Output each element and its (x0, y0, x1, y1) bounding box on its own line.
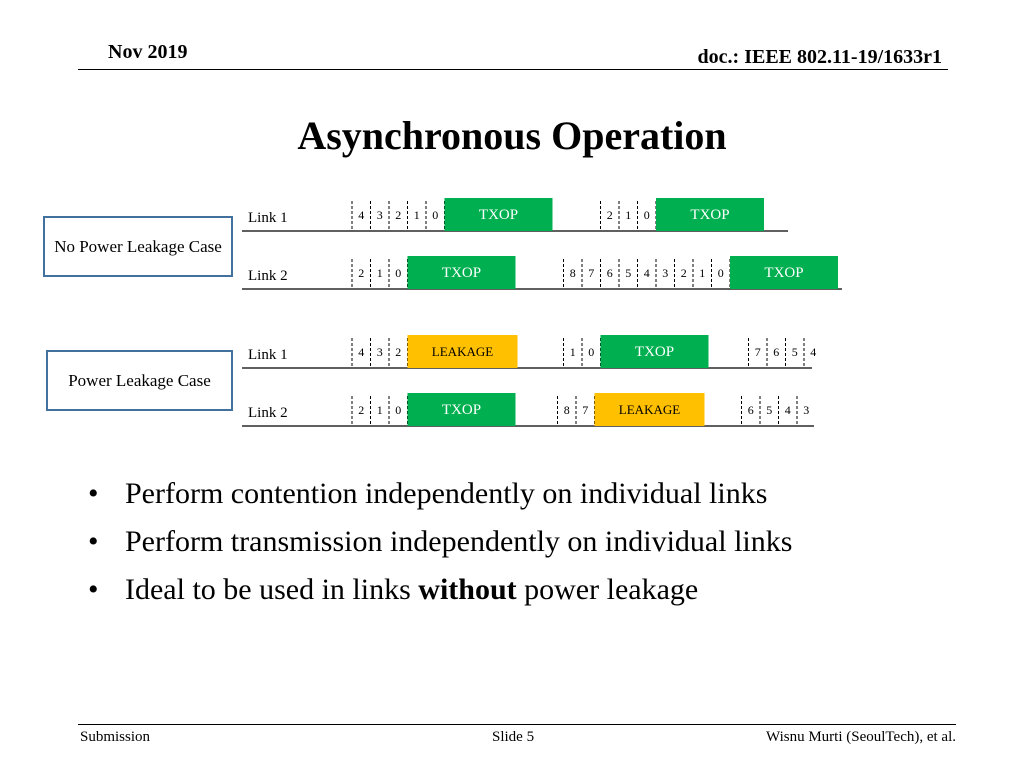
txop-label: TXOP (764, 265, 803, 281)
txop-label: TXOP (442, 402, 481, 418)
backoff-slot: 6 (773, 345, 779, 359)
bullet-dot: • (88, 477, 99, 510)
backoff-slot: 0 (395, 403, 401, 417)
backoff-slot: 1 (570, 345, 576, 359)
backoff-slot: 3 (377, 345, 383, 359)
txop-label: TXOP (442, 265, 481, 281)
backoff-slot: 6 (748, 403, 754, 417)
bullet-item: • Ideal to be used in links without power… (88, 566, 792, 614)
backoff-slot: 1 (414, 208, 420, 222)
link-label: Link 1 (248, 347, 288, 363)
case-label-no-power-leakage: No Power Leakage Case (43, 216, 233, 277)
leakage-block (594, 393, 705, 426)
txop-block (730, 256, 838, 289)
bullet-text: Ideal to be used in links (125, 573, 419, 606)
backoff-slot: 1 (377, 266, 383, 280)
slide-title: Asynchronous Operation (297, 113, 727, 158)
bullet-list: • Perform contention independently on ind… (88, 470, 792, 614)
backoff-slot: 6 (607, 266, 613, 280)
bullet-item: • Perform contention independently on ind… (88, 470, 792, 518)
bullet-text: power leakage (516, 573, 699, 606)
backoff-slot: 7 (588, 266, 594, 280)
case-label-power-leakage: Power Leakage Case (46, 350, 233, 411)
backoff-slot: 0 (432, 208, 438, 222)
backoff-slot: 5 (766, 403, 772, 417)
backoff-slot: 0 (718, 266, 724, 280)
txop-block (444, 198, 553, 231)
bullet-dot: • (88, 525, 99, 558)
backoff-slot: 0 (395, 266, 401, 280)
backoff-slot: 4 (810, 345, 816, 359)
backoff-slot: 3 (662, 266, 668, 280)
backoff-slot: 1 (377, 403, 383, 417)
txop-label: TXOP (690, 207, 729, 223)
leakage-label: LEAKAGE (432, 344, 493, 359)
backoff-slot: 4 (358, 208, 364, 222)
header-doc-id: doc.: IEEE 802.11-19/1633r1 (697, 46, 942, 68)
backoff-slot: 4 (785, 403, 791, 417)
header-date: Nov 2019 (108, 41, 188, 63)
backoff-slot: 1 (625, 208, 631, 222)
backoff-slot: 0 (588, 345, 594, 359)
header-divider (78, 69, 948, 70)
backoff-slot: 2 (358, 403, 364, 417)
txop-label: TXOP (635, 344, 674, 360)
link-label: Link 2 (248, 405, 288, 421)
txop-block (407, 256, 516, 289)
backoff-slot: 2 (607, 208, 613, 222)
backoff-slot: 8 (570, 266, 576, 280)
bullet-item: • Perform transmission independently on i… (88, 518, 792, 566)
txop-block (656, 198, 764, 231)
footer-slide-number: Slide 5 (492, 729, 535, 745)
bullet-text: Perform transmission independently on in… (125, 525, 793, 558)
backoff-slot: 5 (625, 266, 631, 280)
link-label: Link 1 (248, 210, 288, 226)
link-label: Link 2 (248, 268, 288, 284)
bullet-emphasis: without (418, 573, 517, 606)
leakage-block (407, 335, 518, 368)
backoff-slot: 3 (803, 403, 809, 417)
backoff-slot: 5 (792, 345, 798, 359)
backoff-slot: 8 (564, 403, 570, 417)
footer-author: Wisnu Murti (SeoulTech), et al. (766, 729, 956, 745)
backoff-slot: 4 (358, 345, 364, 359)
footer-divider (78, 724, 956, 725)
backoff-slot: 4 (644, 266, 650, 280)
bullet-dot: • (88, 573, 99, 606)
footer-submission: Submission (80, 729, 151, 745)
bullet-text: Perform contention independently on indi… (125, 477, 768, 510)
backoff-slot: 3 (377, 208, 383, 222)
backoff-slot: 2 (395, 208, 401, 222)
leakage-label: LEAKAGE (619, 402, 680, 417)
backoff-slot: 0 (644, 208, 650, 222)
backoff-slot: 2 (358, 266, 364, 280)
txop-label: TXOP (479, 207, 518, 223)
backoff-slot: 7 (755, 345, 761, 359)
backoff-slot: 2 (681, 266, 687, 280)
txop-block (407, 393, 516, 426)
backoff-slot: 2 (395, 345, 401, 359)
backoff-slot: 1 (699, 266, 705, 280)
txop-block (600, 335, 709, 368)
backoff-slot: 7 (582, 403, 588, 417)
